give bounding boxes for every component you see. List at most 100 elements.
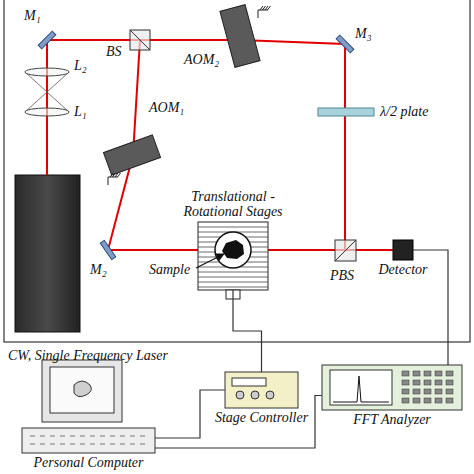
personal-computer: Personal Computer <box>22 360 155 453</box>
leader-arrow <box>196 254 224 268</box>
analyzer-key <box>402 389 409 394</box>
part-label: BS <box>106 44 122 59</box>
analyzer-key <box>435 389 442 394</box>
screen-image <box>74 381 91 397</box>
stage-stripe <box>198 287 268 288</box>
part-label: AOM₁ <box>149 100 184 115</box>
enclosure-frame <box>4 0 470 342</box>
stage-box: Translational - Rotational Stages <box>198 222 268 290</box>
part-label: CW, Single Frequency Laser <box>8 348 168 363</box>
analyzer-key <box>424 398 431 403</box>
key-row <box>110 436 115 437</box>
part-label: L₁ <box>74 104 87 119</box>
key-row <box>60 436 65 437</box>
controller-knob <box>266 391 274 399</box>
key-row <box>50 436 55 437</box>
ground-symbol <box>108 173 121 185</box>
analyzer-key <box>413 398 420 403</box>
half-wave-plate <box>318 108 374 116</box>
analyzer-key <box>413 380 420 385</box>
key-row <box>140 436 145 437</box>
node-label: FFT Analyzer <box>353 412 431 427</box>
key-row <box>130 444 135 445</box>
mirror <box>100 240 116 259</box>
key-row <box>30 444 35 445</box>
rotation-mount <box>215 232 251 268</box>
detector-box <box>393 240 413 260</box>
mirror <box>336 35 354 53</box>
beam-splitter-face <box>130 30 150 50</box>
key-row <box>40 444 45 445</box>
analyzer-key <box>402 380 409 385</box>
beam-splitter <box>130 30 150 50</box>
analyzer-key <box>446 398 453 403</box>
key-row <box>130 436 135 437</box>
key-row <box>80 436 85 437</box>
analyzer-key <box>435 371 442 376</box>
key-row <box>90 436 95 437</box>
stage-stripe <box>198 227 268 228</box>
analyzer-key <box>413 371 420 376</box>
lens <box>25 68 69 76</box>
analyzer-key <box>402 371 409 376</box>
controller-knob <box>236 391 244 399</box>
key-row <box>90 444 95 445</box>
stage-controller: Stage Controller <box>225 372 298 408</box>
laser-beam <box>47 40 345 250</box>
node-label: Detector <box>379 262 428 277</box>
signal-cable <box>155 390 225 438</box>
pbs-face <box>335 240 356 261</box>
polarizing-beam-splitter <box>335 240 356 261</box>
monitor-screen <box>50 367 114 413</box>
part-label: λ/2 plate <box>380 104 428 119</box>
signal-cable <box>233 290 262 372</box>
stage-stripe <box>198 277 268 278</box>
controller-display <box>232 378 266 386</box>
part-label: M₁ <box>24 8 41 23</box>
mirror <box>38 31 56 49</box>
laser-body <box>15 175 80 332</box>
fft-analyzer: FFT Analyzer <box>322 365 462 410</box>
lens <box>25 108 69 116</box>
node-label: Stage Controller <box>215 410 308 425</box>
key-row <box>60 444 65 445</box>
key-row <box>120 444 125 445</box>
analyzer-key <box>446 380 453 385</box>
stage-stripe <box>198 282 268 283</box>
signal-cable <box>155 396 322 449</box>
key-row <box>110 444 115 445</box>
analyzer-key <box>435 380 442 385</box>
monitor <box>42 360 122 422</box>
acousto-optic-modulator <box>103 135 160 175</box>
key-row <box>80 444 85 445</box>
key-row <box>40 436 45 437</box>
part-label: L₂ <box>74 58 87 73</box>
computer-base <box>22 428 155 453</box>
analyzer-key <box>424 380 431 385</box>
analyzer-key <box>413 389 420 394</box>
analyzer-key <box>446 389 453 394</box>
key-row <box>50 444 55 445</box>
node-label: Translational - Rotational Stages <box>174 189 292 219</box>
key-row <box>70 444 75 445</box>
spectrum-peak <box>333 376 389 402</box>
stage-body <box>198 222 268 290</box>
key-row <box>140 444 145 445</box>
analyzer-box <box>322 365 462 410</box>
sample-shape <box>222 240 244 259</box>
key-row <box>100 436 105 437</box>
part-label: AOM₂ <box>184 52 219 67</box>
part-label: M₂ <box>90 262 107 277</box>
stage-stripe <box>198 272 268 273</box>
detector: Detector <box>393 240 413 260</box>
analyzer-screen <box>330 370 392 405</box>
part-label: M₃ <box>355 26 372 41</box>
analyzer-key <box>435 398 442 403</box>
controller-knob <box>251 391 259 399</box>
part-label: PBS <box>330 268 354 283</box>
key-row <box>70 436 75 437</box>
